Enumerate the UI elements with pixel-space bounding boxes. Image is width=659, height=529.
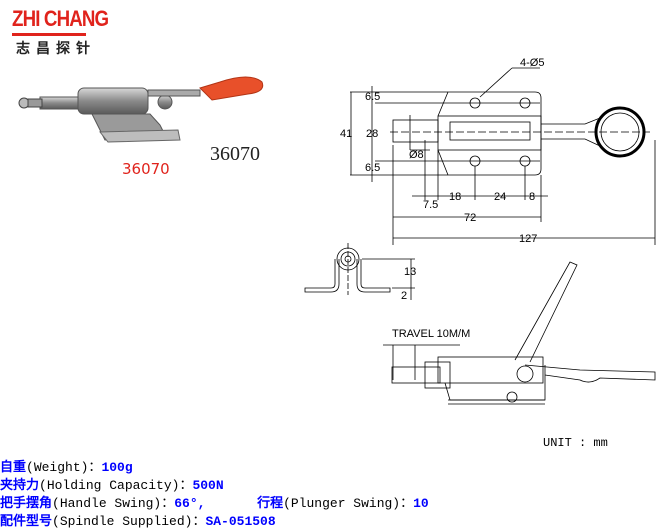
spec-label-en: (Holding Capacity)：	[39, 478, 193, 493]
brand-logo-chinese: 志昌探针	[16, 41, 96, 57]
dim-2: 2	[401, 290, 407, 302]
unit-label: UNIT : mm	[543, 436, 608, 450]
dim-13: 13	[404, 266, 416, 278]
technical-drawing: 4-Ø5 41 28 6.5 6.5 Ø8 7.5 18 24 8 72 127…	[304, 57, 656, 405]
spec-label-cn: 夹持力	[0, 478, 40, 493]
spec-label-cn: 行程	[257, 496, 284, 511]
spec-holding-capacity: 夹持力(Holding Capacity)：500N	[0, 474, 224, 493]
dim-6-5-top: 6.5	[365, 91, 380, 103]
spec-value: 66°,	[174, 496, 206, 511]
spec-value: SA-051508	[205, 514, 276, 529]
spec-label-en: (Handle Swing)：	[52, 496, 175, 511]
spec-label-en: (Spindle Supplied)：	[52, 514, 206, 529]
spec-value: 100g	[101, 460, 133, 475]
model-number-label: 36070	[122, 160, 170, 178]
dim-41: 41	[340, 128, 352, 140]
side-view	[383, 261, 656, 405]
spec-label-en: (Plunger Swing)：	[283, 496, 414, 511]
dim-plunger-dia: Ø8	[409, 149, 424, 161]
product-photo	[18, 76, 264, 143]
top-view	[350, 67, 656, 245]
dim-28: 28	[366, 128, 378, 140]
dim-8: 8	[529, 191, 535, 203]
travel-label: TRAVEL 10M/M	[392, 328, 470, 340]
spec-spindle-supplied: 配件型号(Spindle Supplied)：SA-051508	[0, 510, 276, 529]
spec-value: 10	[413, 496, 429, 511]
spec-weight: 自重(Weight)：100g	[0, 456, 133, 475]
spec-label-cn: 自重	[0, 460, 27, 475]
spec-label-en: (Weight)：	[26, 460, 102, 475]
model-number: 36070	[210, 143, 260, 165]
dim-6-5-bottom: 6.5	[365, 162, 380, 174]
dim-24: 24	[494, 191, 506, 203]
brand-logo: ZHI CHANG	[12, 6, 109, 31]
top-view-dimensions: 4-Ø5 41 28 6.5 6.5 Ø8 7.5 18 24 8 72 127	[340, 57, 544, 245]
dim-18: 18	[449, 191, 461, 203]
spec-label-cn: 把手摆角	[0, 496, 53, 511]
dim-7-5: 7.5	[423, 199, 438, 211]
dim-holes: 4-Ø5	[520, 57, 544, 69]
dim-72: 72	[464, 212, 476, 224]
spec-handle-swing: 把手摆角(Handle Swing)：66°, 行程(Plunger Swing…	[0, 492, 429, 511]
spec-value: 500N	[192, 478, 224, 493]
logo-underline	[12, 33, 86, 36]
dim-127: 127	[519, 233, 537, 245]
end-view	[304, 243, 415, 300]
spec-label-cn: 配件型号	[0, 514, 53, 529]
